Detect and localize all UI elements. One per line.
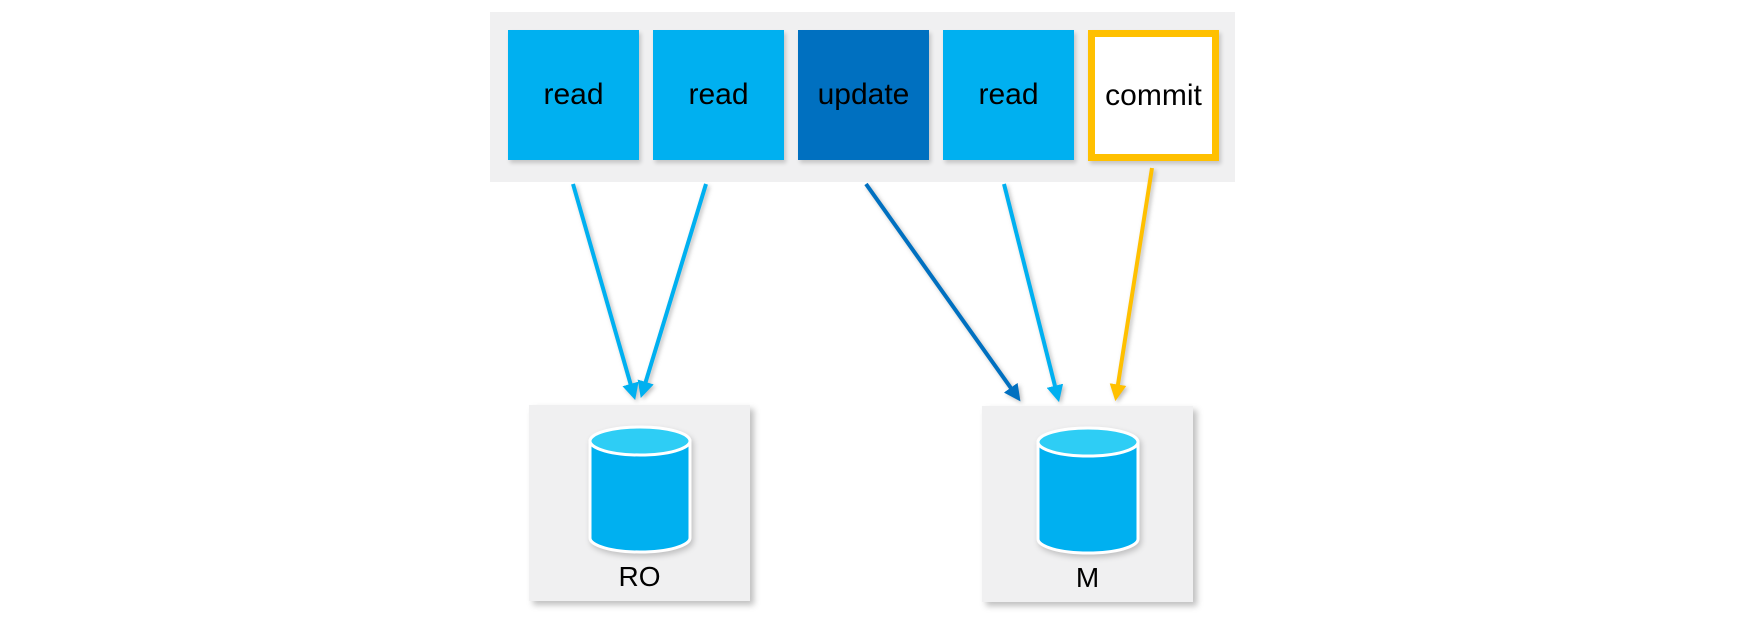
- operation-box-update: update: [798, 30, 929, 160]
- operation-label: read: [688, 78, 749, 111]
- arrow-commit-to-m: [1109, 167, 1154, 402]
- database-cylinder-icon: [1036, 426, 1139, 555]
- database-label-ro: RO: [618, 561, 661, 592]
- arrow-update-to-m: [864, 182, 1021, 402]
- operation-box-commit: commit: [1088, 30, 1219, 161]
- database-label-m: M: [1075, 562, 1100, 593]
- database-cylinder-icon: [588, 425, 691, 554]
- operation-box-read-2: read: [653, 30, 784, 160]
- database-box-ro: RO: [529, 405, 750, 601]
- operations-sequence-bar: read read update read commit: [490, 12, 1235, 182]
- operation-label: commit: [1105, 78, 1202, 112]
- arrow-read2-to-ro: [637, 183, 708, 399]
- arrow-read3-to-m: [1002, 183, 1064, 403]
- operation-label: read: [543, 78, 604, 111]
- operation-label: update: [817, 78, 910, 111]
- arrow-read1-to-ro: [571, 183, 639, 401]
- operation-box-read-1: read: [508, 30, 639, 160]
- operation-box-read-3: read: [943, 30, 1074, 160]
- database-box-m: M: [982, 406, 1193, 602]
- operation-label: read: [978, 78, 1039, 111]
